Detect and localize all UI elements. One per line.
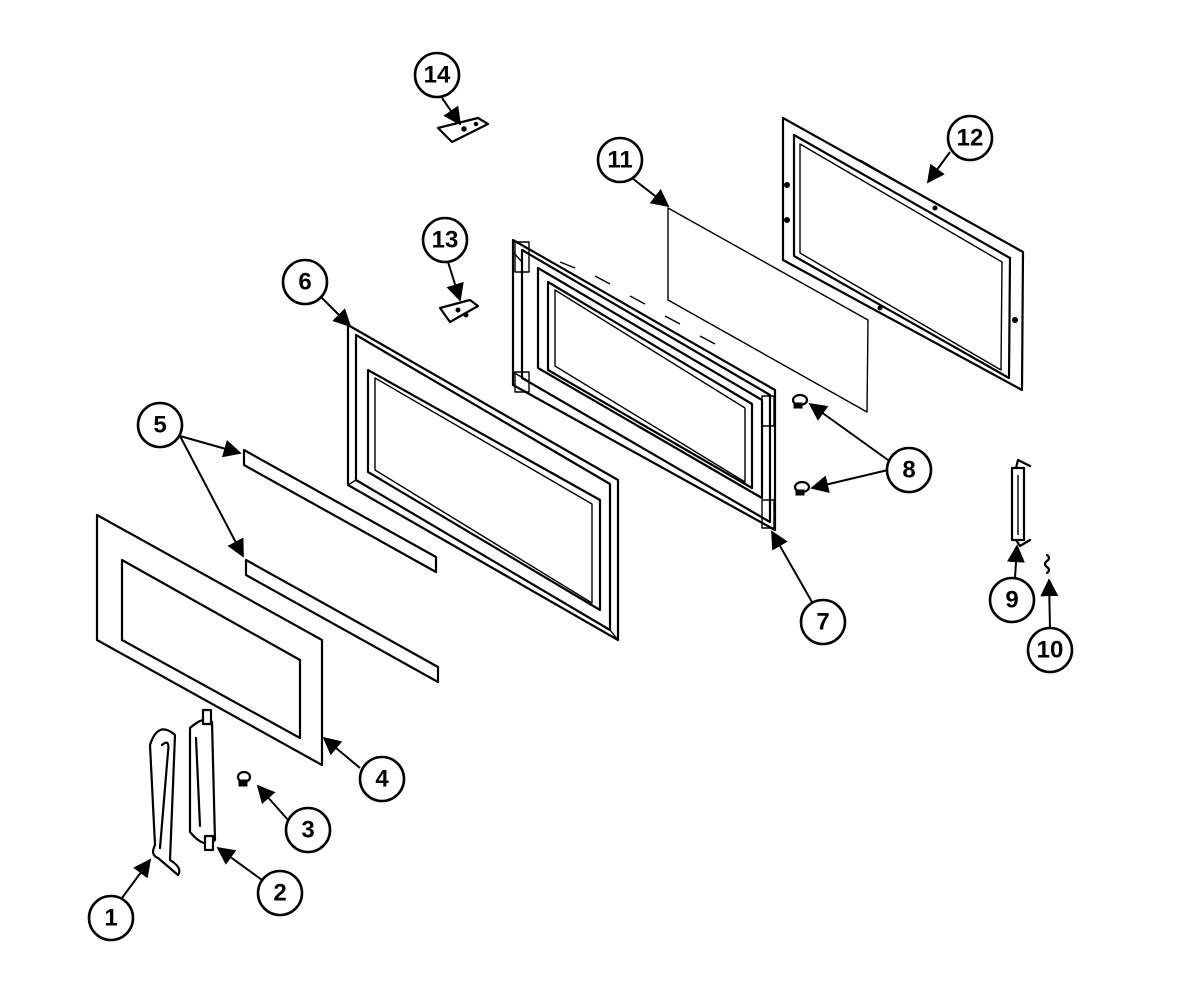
callout-3: 3 [284, 806, 332, 854]
callout-2: 2 [256, 869, 304, 917]
leader-13 [446, 261, 464, 302]
leader-8b [810, 469, 889, 494]
callout-8: 8 [885, 446, 933, 494]
callout-4-label: 4 [375, 766, 389, 793]
part-2-handle-bracket [188, 708, 217, 852]
callout-1: 1 [87, 894, 135, 942]
callout-11: 11 [596, 136, 644, 184]
callout-8-label: 8 [902, 457, 915, 484]
callout-5: 5 [136, 401, 184, 449]
callout-13-label: 13 [432, 227, 459, 254]
part-11-window-film [667, 207, 869, 413]
screw-lower [793, 480, 811, 496]
callout-10-label: 10 [1037, 637, 1064, 664]
part-1-handle [148, 728, 181, 877]
part-12-door-frame [781, 116, 1025, 392]
callout-14-label: 14 [424, 62, 451, 89]
callout-7-label: 7 [816, 609, 829, 636]
screw-upper [791, 393, 809, 409]
part-5-glass-strips [242, 448, 440, 684]
callout-12-label: 12 [957, 125, 984, 152]
leader-14 [441, 97, 462, 126]
leader-5a [179, 435, 242, 458]
callout-7: 7 [799, 598, 847, 646]
leader-10 [1040, 578, 1059, 629]
leader-9 [1007, 544, 1025, 579]
part-10-spring [1043, 553, 1051, 575]
part-8-screws [791, 393, 811, 496]
leader-3 [256, 784, 289, 821]
part-14-upper-hinge [436, 116, 490, 144]
leader-1 [121, 858, 152, 899]
leader-8a [808, 402, 889, 461]
part-3-screw [236, 770, 252, 787]
leader-4 [322, 736, 361, 769]
part-6-door-trim [346, 323, 620, 642]
callout-12: 12 [946, 114, 994, 162]
part-13-lower-hinge [438, 298, 480, 324]
callout-10: 10 [1026, 626, 1074, 674]
leader-12 [926, 151, 951, 184]
callout-1-label: 1 [104, 905, 117, 932]
callout-5-label: 5 [153, 412, 166, 439]
callout-4: 4 [358, 755, 406, 803]
part-4-front-panel [95, 513, 324, 767]
callout-11-label: 11 [607, 147, 632, 174]
callout-6-label: 6 [298, 269, 311, 296]
part-7-inner-door-panel [511, 238, 777, 532]
leader-2 [216, 846, 263, 881]
leader-6 [319, 295, 352, 328]
callout-6: 6 [281, 258, 329, 306]
callout-9: 9 [988, 576, 1036, 624]
callout-2-label: 2 [273, 880, 286, 907]
callout-13: 13 [421, 216, 469, 264]
callouts: 1 2 3 4 5 6 7 8 [87, 51, 1074, 942]
part-9-latch [1010, 458, 1032, 548]
leader-5b [179, 435, 244, 558]
leader-11 [631, 177, 670, 208]
leader-7 [771, 530, 813, 603]
callout-3-label: 3 [301, 817, 314, 844]
callout-9-label: 9 [1005, 587, 1018, 614]
callout-14: 14 [413, 51, 461, 99]
leader-lines [121, 97, 1059, 899]
